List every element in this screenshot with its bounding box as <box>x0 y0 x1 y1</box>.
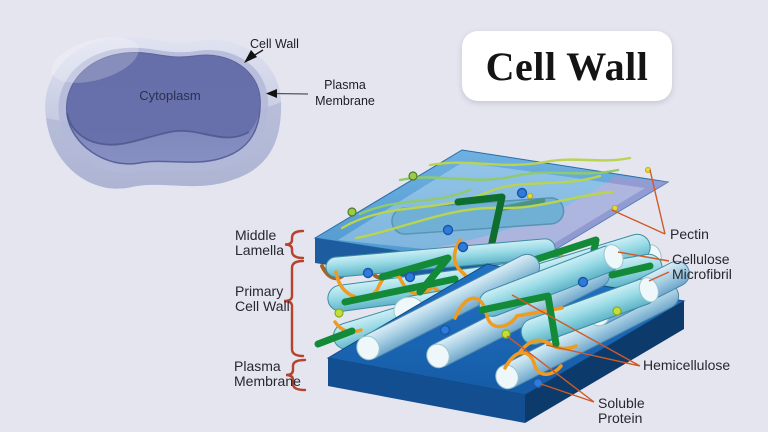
soluble-protein-leader <box>506 335 595 403</box>
green-rod-icon <box>454 193 506 256</box>
hemicellulose-leader <box>511 294 641 367</box>
middle-lamella-slab <box>313 149 670 295</box>
green-rods <box>314 262 654 348</box>
hemicellulose-strand <box>333 296 578 376</box>
cell-cross-section <box>45 36 309 189</box>
middle-lamella-label: Middle Lamella <box>235 227 285 258</box>
plasma-membrane-arrow-line <box>272 92 309 95</box>
layer-braces <box>283 229 307 392</box>
leader-lines <box>506 169 670 403</box>
cell-wall-3d-stack <box>313 149 690 423</box>
primary-cell-wall-brace <box>283 259 305 358</box>
cell-highlight <box>51 37 139 83</box>
cytoplasm-label: Cytoplasm <box>139 88 201 103</box>
plasma-membrane-layer-label: Plasma Membrane <box>234 358 301 389</box>
cell-wall-arrowhead-icon <box>244 50 257 63</box>
lower-strands <box>314 241 654 389</box>
slab-dots <box>347 171 528 236</box>
lower-microfibrils <box>356 244 690 390</box>
hemicellulose-label: Hemicellulose <box>643 357 731 373</box>
pectin-leader <box>611 169 666 235</box>
cellulose-microfibril-leader <box>617 251 670 282</box>
plasma-membrane-front-left <box>328 358 525 423</box>
cellulose-microfibril-label: Cellulose Microfibril <box>672 251 732 282</box>
green-rod-icon <box>341 275 459 306</box>
pectin-label: Pectin <box>670 226 709 242</box>
soluble-protein-label: Soluble Protein <box>598 395 645 426</box>
primary-cell-wall-label: Primary Cell Wall <box>235 283 290 314</box>
plasma-membrane-brace <box>285 358 307 392</box>
translucent-pane <box>338 162 645 260</box>
pectin-dots <box>527 166 652 211</box>
middle-lamella-brace <box>284 229 305 260</box>
soluble-protein-dots <box>334 241 622 389</box>
cell-wall-callout: Cell Wall <box>250 37 299 51</box>
plasma-membrane-callout: Plasma Membrane <box>315 78 375 108</box>
cytoplasm-wave-line <box>66 112 250 146</box>
title-card: Cell Wall <box>462 31 672 101</box>
page-title: Cell Wall <box>485 43 649 89</box>
cytoplasm-upper-shade <box>66 52 261 145</box>
plasma-membrane-arrowhead-icon <box>266 89 277 98</box>
